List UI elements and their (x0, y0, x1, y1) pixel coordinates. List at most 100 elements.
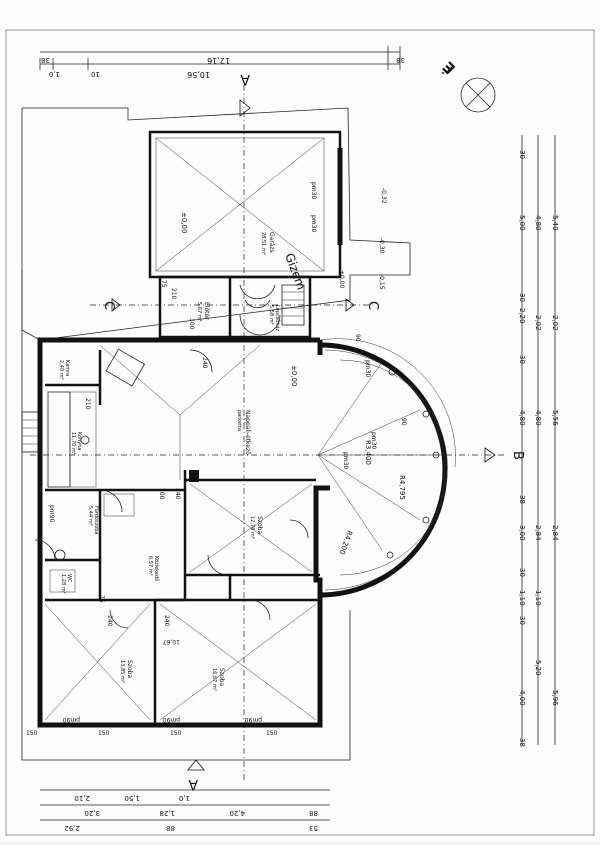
opening-label: pm30 (364, 360, 371, 377)
right-dim-label: 4,80 (534, 410, 542, 426)
bottom-dim-label: 1,28 (159, 809, 175, 817)
stairs-area: 5,58 m² (268, 305, 274, 325)
bathroom-fixtures: Fürdőszoba 5,44 m² WC 1,28 m² (49, 489, 135, 594)
garage-name: Garázs (268, 232, 275, 253)
section-line-a: A A (187, 71, 251, 792)
level-entry4: ±0,00 (338, 270, 345, 289)
opening-label: 150 (98, 730, 110, 737)
garage-area: 28,51 m² (260, 232, 266, 255)
door-swings (34, 349, 309, 629)
bottom-dim-label: 1,0 (179, 794, 190, 802)
right-dim-label: 5,56 (551, 410, 559, 426)
radius-r1: R4,795 (398, 475, 406, 500)
room3-name: Szoba (218, 668, 225, 686)
right-dim-mid: 4,802,024,802,841,105,20 (534, 215, 542, 676)
foyer-stair-block: Előtér 5,67 m² Lépcsőház 5,58 m² (158, 275, 312, 339)
bottom-dim-label: 53 (309, 824, 318, 832)
right-dim-label: 4,00 (518, 690, 526, 706)
right-dim-label: 30 (518, 150, 526, 159)
bottom-dim-label: 88 (309, 809, 318, 817)
opening-label: pm90 (163, 716, 180, 723)
right-dim-label: 1,10 (518, 590, 526, 606)
opening-labels: pm90 pm90 pm90 pm90 pm30 pm30 pm30 pm30 … (26, 182, 407, 737)
right-dim-label: 2,84 (551, 525, 559, 541)
section-b-label: B (510, 451, 525, 460)
opening-label: 75 (160, 280, 167, 288)
opening-label: pm30 (342, 452, 349, 469)
section-c-left: C (101, 301, 116, 310)
living-area: parketta (236, 410, 242, 431)
pantry-area: 2,40 m² (58, 360, 64, 380)
right-dim-label: 1,10 (534, 590, 542, 606)
room1-area: 12,76 m² (249, 516, 255, 539)
opening-label: 75 (98, 595, 105, 603)
roof-outline-left (21, 270, 351, 761)
bathroom-name: Fürdőszoba (93, 506, 99, 535)
right-dim-label: 30 (518, 293, 526, 302)
opening-label: 150 (170, 730, 182, 737)
kitchen-fixtures: Kamra 2,40 m² Konyha 11,70 m² (47, 348, 146, 488)
bottom-dim-label: 1,50 (124, 794, 140, 802)
sheet-border (5, 29, 595, 836)
right-dim-total: 5,40 2,02 5,56 2,84 5,96 (551, 215, 559, 706)
opening-label: 210 (336, 215, 343, 227)
level-entry2: -0,30 (378, 238, 385, 254)
pantry-name: Kamra (64, 360, 70, 376)
room2-area: 13,85 m² (119, 660, 125, 683)
right-dim-label: 30 (518, 568, 526, 577)
opening-label: 240 (106, 615, 113, 627)
right-dim-label: 2,02 (551, 315, 559, 331)
north-arrow: É (438, 58, 496, 113)
bathroom-area: 5,44 m² (87, 506, 93, 526)
outer-wall (37, 337, 330, 728)
signature: Gizem (282, 251, 308, 292)
garage-level: ±0,00 (180, 212, 188, 233)
radius-r3: R4,200 (338, 529, 354, 555)
living-room-lines: Nappali-étkező parketta ±0,00 (99, 344, 298, 480)
bottom-dim-label: 3,20 (84, 809, 100, 817)
right-dim-label: 2,20 (518, 308, 526, 324)
wc-name: WC (66, 574, 72, 583)
right-dim-label: 4,80 (534, 215, 542, 231)
kitchen-name: Konyha (76, 432, 82, 450)
right-dim-label: 4,80 (518, 410, 526, 426)
bay-window: R4,795 R3,400 R4,200 (317, 338, 456, 598)
kitchen-area: 11,70 m² (70, 432, 76, 455)
opening-label: 240 (174, 488, 181, 500)
right-dim-label: 2,02 (534, 315, 542, 331)
opening-label: 210 (84, 398, 91, 410)
right-dim-label: 5,20 (534, 660, 542, 676)
radius-r2: R3,400 (364, 440, 372, 465)
right-dim-label: 5,40 (551, 215, 559, 231)
living-level: ±0,00 (290, 365, 298, 386)
dim-top-overall: 12,16 (207, 56, 230, 65)
stairs-name: Lépcsőház (274, 305, 281, 332)
opening-label: pm90 (48, 505, 55, 522)
section-a-bottom: A (188, 776, 198, 792)
bottom-dim-label: 88 (166, 824, 175, 832)
dim-top-right: 38 (396, 56, 405, 64)
opening-label: pm30 (370, 432, 377, 449)
opening-label: 90 (354, 334, 361, 342)
opening-label: 90 (400, 418, 407, 426)
roof-outline (21, 107, 411, 341)
bedrooms: Szoba 12,76 m² Szoba 13,85 m² Szoba 16,6… (44, 483, 317, 721)
right-dim-label: 3,00 (518, 525, 526, 541)
section-line-b: B (30, 447, 525, 463)
bottom-dimensions (40, 789, 330, 821)
opening-label: pm90 (63, 716, 80, 723)
garage-block: Garázs 28,51 m² ±0,00 Gizem (148, 130, 343, 292)
dim-top-small2: 1,0 (49, 70, 60, 78)
right-dim-label: 5,96 (551, 690, 559, 706)
right-dim-label: 30 (518, 355, 526, 364)
opening-label: 100 (188, 318, 195, 330)
side-entry-steps (21, 411, 41, 453)
level-markers: -0,32 -0,30 -0,15 ±0,00 (338, 188, 387, 290)
interior-walls (45, 350, 320, 725)
room3-area: 16,67 m² (211, 668, 217, 691)
right-dimensions (521, 135, 556, 745)
